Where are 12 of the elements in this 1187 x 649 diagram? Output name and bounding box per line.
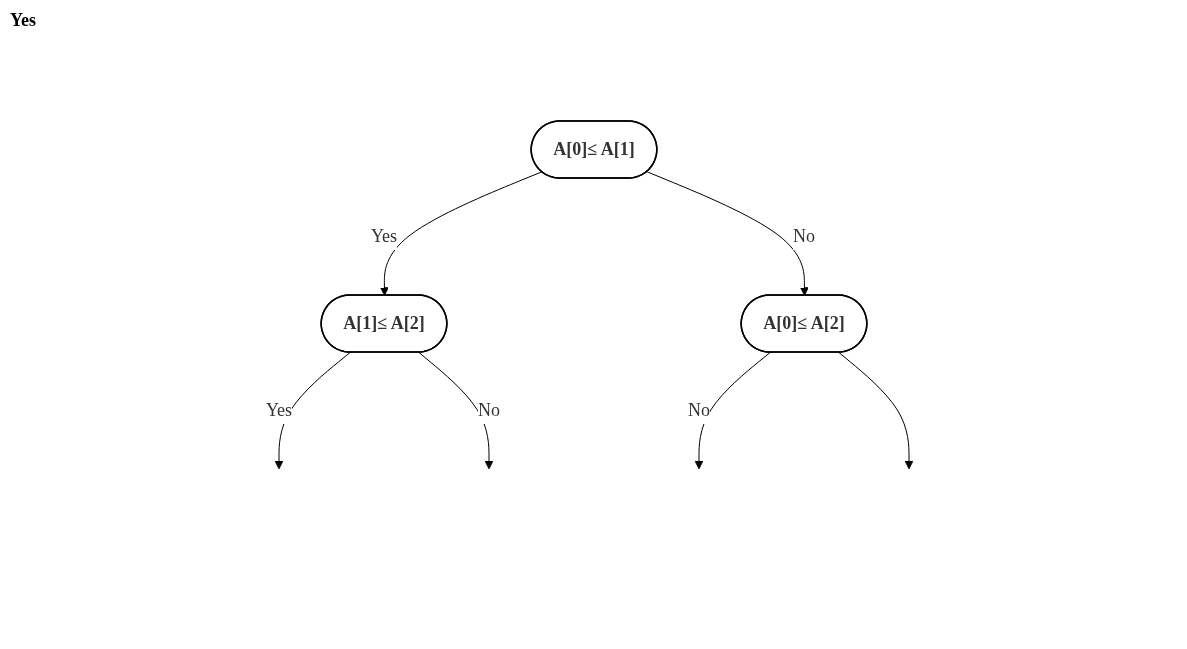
- arrow: [837, 351, 913, 469]
- edge-label: No: [687, 399, 710, 420]
- note-text: Yes: [10, 10, 36, 31]
- edge-label: Yes: [370, 225, 397, 246]
- edge-label: Yes: [265, 399, 292, 420]
- arrow: [417, 351, 493, 469]
- arrow: [274, 351, 351, 469]
- edge-label: No: [477, 399, 500, 420]
- edge-label: No: [792, 225, 815, 246]
- arrow: [646, 170, 809, 296]
- arrow: [694, 351, 771, 469]
- arrow: [379, 170, 542, 296]
